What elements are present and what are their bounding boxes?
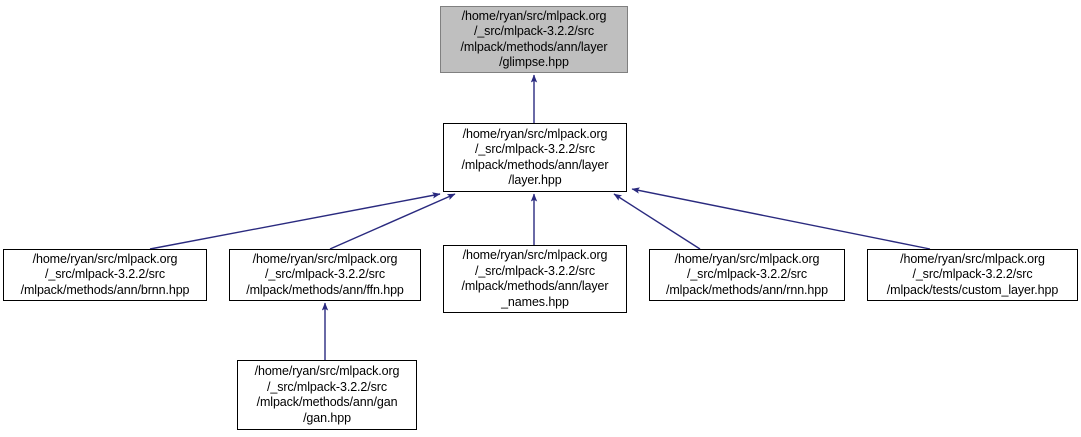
node-label-layer: /home/ryan/src/mlpack.org /_src/mlpack-3… xyxy=(461,126,609,188)
edge-rnn-to-layer xyxy=(613,193,701,250)
node-layer_names[interactable]: /home/ryan/src/mlpack.org /_src/mlpack-3… xyxy=(443,245,627,313)
node-brnn[interactable]: /home/ryan/src/mlpack.org /_src/mlpack-3… xyxy=(3,249,207,301)
edge-ffn-to-layer xyxy=(329,193,456,250)
node-rnn[interactable]: /home/ryan/src/mlpack.org /_src/mlpack-3… xyxy=(649,249,845,301)
node-label-ffn: /home/ryan/src/mlpack.org /_src/mlpack-3… xyxy=(246,251,404,297)
node-label-custom_layer: /home/ryan/src/mlpack.org /_src/mlpack-3… xyxy=(886,251,1059,297)
node-label-brnn: /home/ryan/src/mlpack.org /_src/mlpack-3… xyxy=(20,251,190,297)
node-label-layer_names: /home/ryan/src/mlpack.org /_src/mlpack-3… xyxy=(461,248,609,309)
node-custom_layer[interactable]: /home/ryan/src/mlpack.org /_src/mlpack-3… xyxy=(867,249,1078,301)
node-ffn[interactable]: /home/ryan/src/mlpack.org /_src/mlpack-3… xyxy=(229,249,421,301)
node-label-rnn: /home/ryan/src/mlpack.org /_src/mlpack-3… xyxy=(666,251,828,297)
edge-custom_layer-to-layer xyxy=(631,187,931,250)
node-layer[interactable]: /home/ryan/src/mlpack.org /_src/mlpack-3… xyxy=(443,123,627,192)
node-gan[interactable]: /home/ryan/src/mlpack.org /_src/mlpack-3… xyxy=(237,360,417,430)
edge-brnn-to-layer xyxy=(149,192,441,250)
node-label-gan: /home/ryan/src/mlpack.org /_src/mlpack-3… xyxy=(254,364,400,425)
node-glimpse[interactable]: /home/ryan/src/mlpack.org /_src/mlpack-3… xyxy=(440,6,628,73)
node-label-glimpse: /home/ryan/src/mlpack.org /_src/mlpack-3… xyxy=(460,8,608,70)
